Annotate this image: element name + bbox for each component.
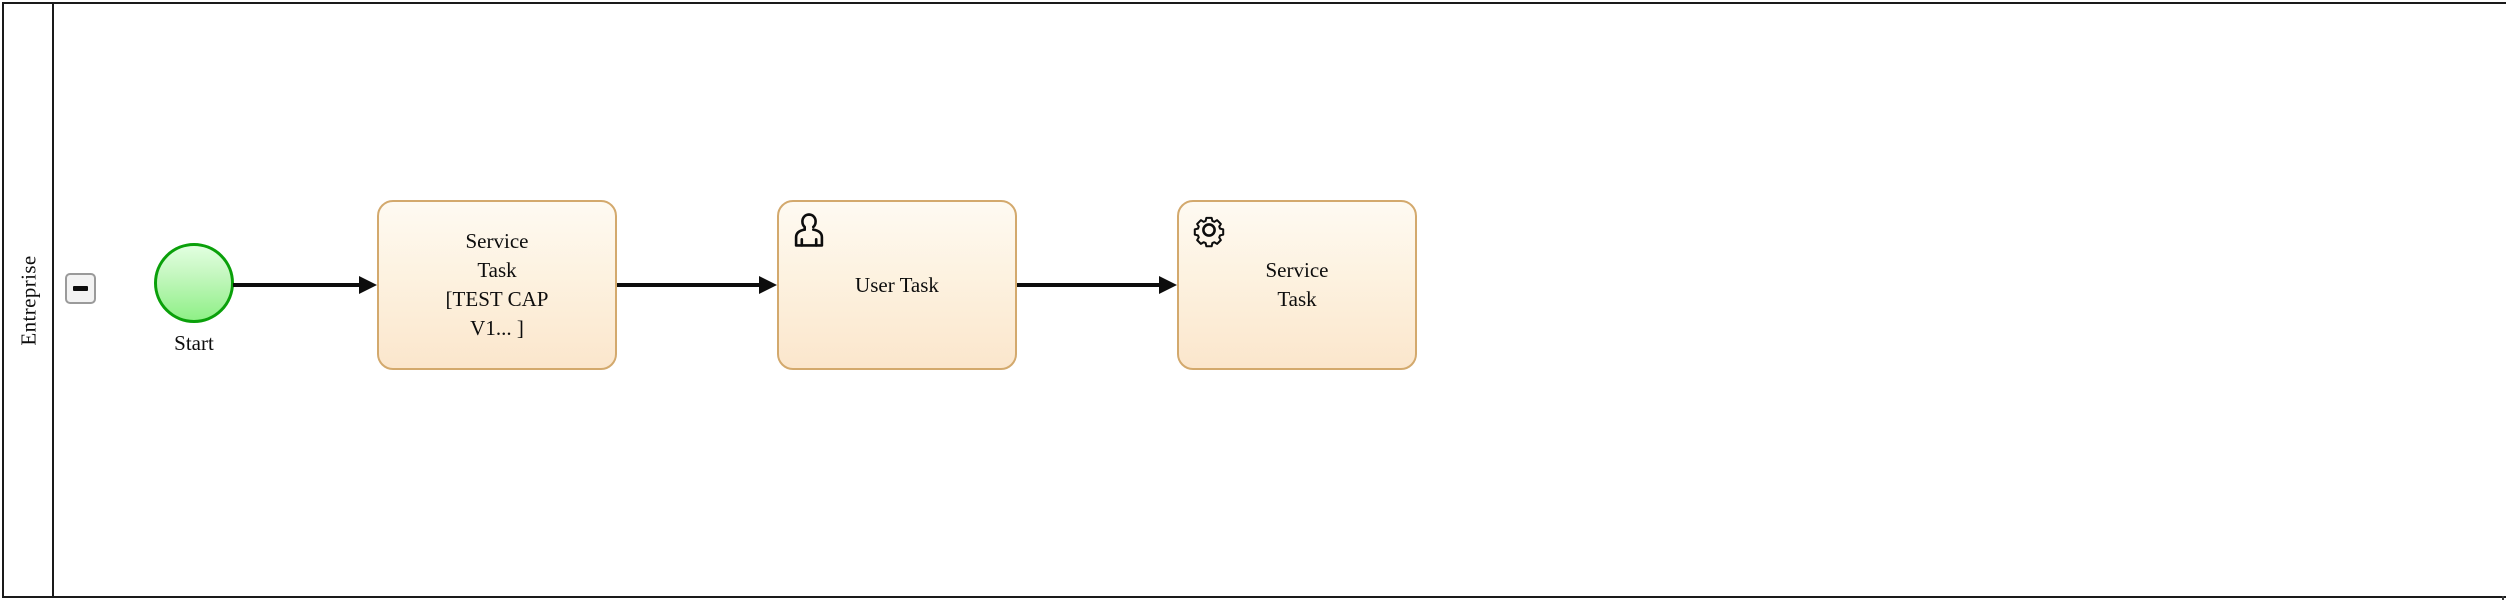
task-service[interactable]: Service Task	[1177, 200, 1417, 370]
lane-label: Entreprise	[17, 254, 42, 346]
start-event-label: Start	[174, 331, 214, 355]
task-label: User Task	[855, 272, 939, 297]
minus-icon	[73, 286, 88, 291]
task-service-test-cap[interactable]: Service Task [TEST CAP V1... ]	[377, 200, 617, 370]
arrowhead-icon	[759, 276, 777, 294]
flow-line	[617, 283, 761, 287]
start-event-node[interactable]	[154, 243, 234, 323]
arrowhead-icon	[359, 276, 377, 294]
arrowhead-icon	[1159, 276, 1177, 294]
flow-line	[1017, 283, 1161, 287]
lane-header[interactable]: Entreprise	[7, 4, 54, 596]
flow-line	[233, 283, 361, 287]
sequence-flow-3[interactable]	[1017, 275, 1179, 295]
sequence-flow-1[interactable]	[233, 275, 379, 295]
collapse-lane-button[interactable]	[65, 273, 96, 304]
sequence-flow-2[interactable]	[617, 275, 779, 295]
task-label: Service Task	[1265, 258, 1329, 311]
task-user[interactable]: User Task	[777, 200, 1017, 370]
gear-icon	[1189, 210, 1229, 250]
user-icon	[789, 210, 829, 250]
task-label: Service Task [TEST CAP V1... ]	[445, 229, 549, 340]
